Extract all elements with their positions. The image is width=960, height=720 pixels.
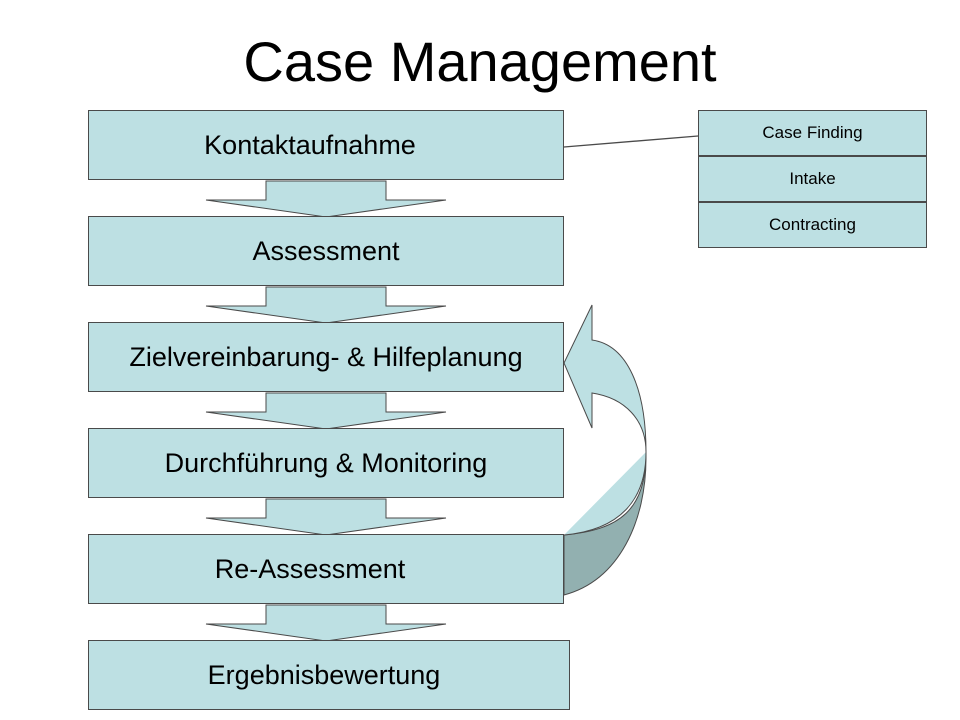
connector-line [563,135,699,148]
step-label: Ergebnisbewertung [207,659,441,690]
sub-step-label: Case Finding [762,123,863,142]
step-kontaktaufnahme: Kontaktaufnahme [88,110,564,180]
down-arrow-5 [205,604,447,642]
step-label: Assessment [252,235,400,266]
step-assessment: Assessment [88,216,564,286]
sub-step-label: Contracting [769,215,856,234]
step-zielvereinbarung: Zielvereinbarung- & Hilfeplanung [88,322,564,392]
loop-arrow-front [563,304,647,536]
sub-step-case-finding: Case Finding [698,110,927,156]
diagram-title: Case Management [243,30,717,93]
step-durchfuehrung: Durchführung & Monitoring [88,428,564,498]
step-label: Durchführung & Monitoring [164,447,488,478]
step-label: Zielvereinbarung- & Hilfeplanung [129,341,523,372]
sub-step-label: Intake [789,169,836,188]
down-arrow-4 [205,498,447,536]
step-ergebnisbewertung: Ergebnisbewertung [88,640,570,710]
step-label: Re-Assessment [214,553,406,584]
sub-step-intake: Intake [698,156,927,202]
sub-step-contracting: Contracting [698,202,927,248]
step-label: Kontaktaufnahme [204,129,416,160]
step-re-assessment: Re-Assessment [88,534,564,604]
down-arrow-1 [205,180,447,218]
down-arrow-3 [205,392,447,430]
down-arrow-2 [205,286,447,324]
